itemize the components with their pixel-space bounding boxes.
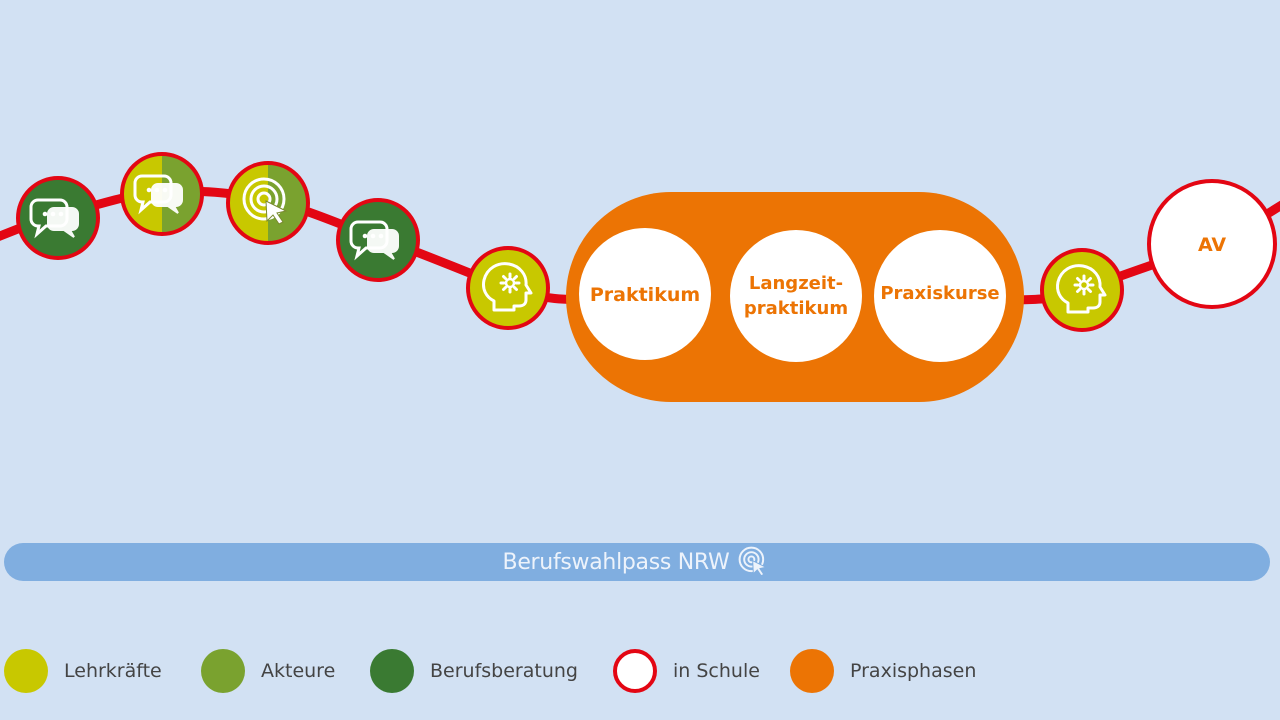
- legend-swatch-berufsberatung: [370, 649, 414, 693]
- legend-item-praxisphasen: Praxisphasen: [790, 648, 976, 694]
- node-lehrkraefte-akteure-chat[interactable]: [120, 152, 204, 236]
- node-berufsberatung-2[interactable]: [336, 198, 420, 282]
- node-berufsberatung-1[interactable]: [16, 176, 100, 260]
- langzeit-label-line1: Langzeit-: [749, 273, 843, 294]
- legend-item-in-schule: in Schule: [613, 648, 760, 694]
- legend-label: Berufsberatung: [430, 660, 578, 682]
- node-lehrkraefte-head-1[interactable]: [466, 246, 550, 330]
- legend-item-akteure: Akteure: [201, 648, 335, 694]
- berufswahlpass-label: Berufswahlpass NRW: [502, 549, 730, 575]
- legend: Lehrkräfte Akteure Berufsberatung in Sch…: [0, 648, 1280, 694]
- node-praktikum[interactable]: Praktikum: [579, 228, 711, 360]
- legend-swatch-akteure: [201, 649, 245, 693]
- legend-label: in Schule: [673, 660, 760, 682]
- node-av[interactable]: AV: [1147, 179, 1277, 309]
- praxiskurse-label: Praxiskurse: [880, 283, 999, 304]
- legend-swatch-in-schule: [613, 649, 657, 693]
- node-lehrkraefte-head-2[interactable]: [1040, 248, 1124, 332]
- click-target-icon: [739, 546, 768, 577]
- node-langzeitpraktikum[interactable]: Langzeit- praktikum: [730, 230, 862, 362]
- legend-item-berufsberatung: Berufsberatung: [370, 648, 578, 694]
- node-lehrkraefte-akteure-target[interactable]: [226, 161, 310, 245]
- av-label: AV: [1198, 234, 1226, 256]
- praktikum-label: Praktikum: [590, 284, 700, 306]
- legend-label: Praxisphasen: [850, 660, 977, 682]
- legend-swatch-lehrkraefte: [4, 649, 48, 693]
- berufswahlpass-bar[interactable]: Berufswahlpass NRW: [4, 543, 1270, 581]
- legend-swatch-praxisphasen: [790, 649, 834, 693]
- legend-item-lehrkraefte: Lehrkräfte: [4, 648, 162, 694]
- node-praxiskurse[interactable]: Praxiskurse: [874, 230, 1006, 362]
- legend-label: Lehrkräfte: [64, 660, 162, 682]
- langzeit-label-line2: praktikum: [744, 298, 848, 319]
- legend-label: Akteure: [261, 660, 336, 682]
